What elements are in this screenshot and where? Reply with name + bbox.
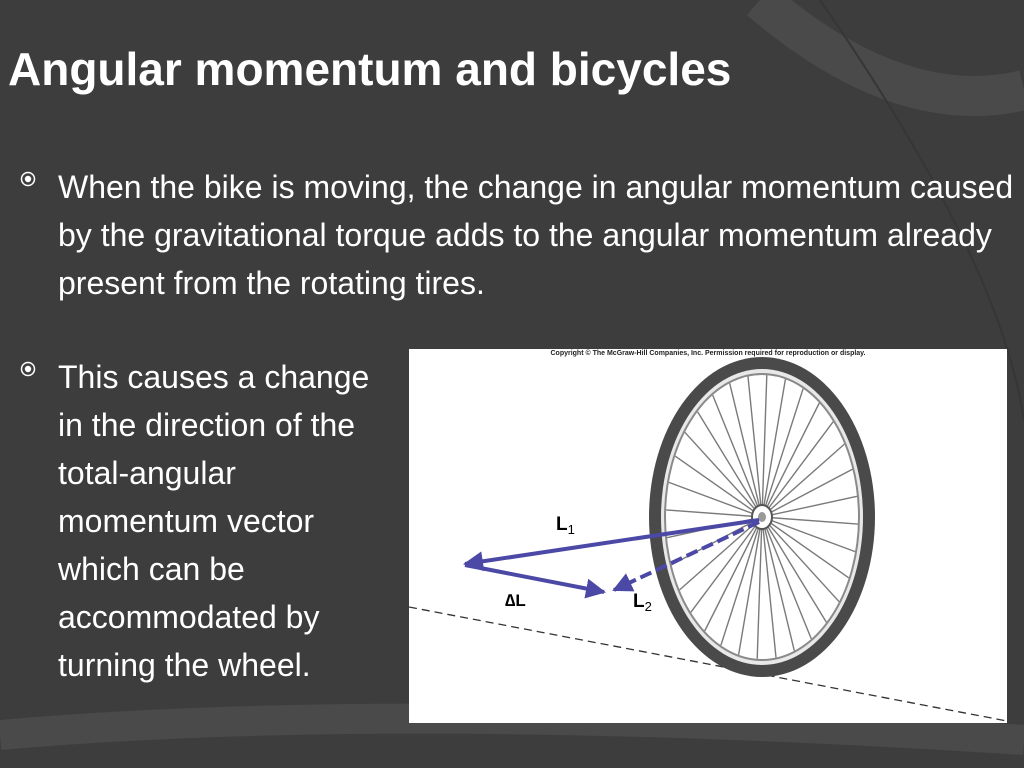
spoke — [761, 402, 820, 518]
spoke — [761, 516, 850, 579]
spoke — [704, 516, 763, 632]
spoke — [761, 443, 845, 518]
spoke — [679, 516, 763, 591]
l1-label: L1 — [556, 514, 575, 537]
spoke — [761, 375, 768, 518]
spoke — [761, 516, 827, 623]
spoke — [761, 421, 834, 518]
spoke — [684, 431, 763, 518]
spoke — [737, 516, 763, 655]
spoke — [761, 379, 787, 518]
spoke — [761, 516, 840, 603]
spoke — [668, 481, 763, 518]
spoke — [747, 376, 763, 518]
spoke — [756, 516, 763, 659]
circle-bullet-icon — [20, 171, 36, 187]
spoke — [720, 516, 763, 646]
wheel-diagram — [409, 357, 1007, 722]
wheel-icon — [649, 357, 875, 677]
spoke — [712, 394, 763, 518]
circle-bullet-icon — [20, 361, 36, 377]
spoke — [671, 516, 763, 566]
spoke — [761, 388, 804, 518]
spoke — [674, 455, 763, 518]
spoke — [666, 509, 763, 518]
spoke — [761, 516, 795, 651]
spoke — [761, 516, 856, 553]
l2-vector — [612, 520, 760, 592]
delta-l-vector — [464, 563, 606, 599]
bicycle-wheel-figure: Copyright © The McGraw-Hill Companies, I… — [409, 349, 1007, 723]
spoke — [761, 516, 777, 658]
l1-vector — [463, 518, 760, 572]
spoke — [761, 468, 853, 518]
spoke — [761, 516, 858, 525]
delta-l-label: ∆L — [505, 591, 526, 610]
spoke — [761, 516, 812, 640]
bullet-text: This causes a change in the direction of… — [58, 359, 370, 683]
spoke — [761, 495, 858, 518]
l2-label: L2 — [633, 591, 652, 614]
spoke — [697, 411, 763, 518]
slide-title: Angular momentum and bicycles — [8, 43, 732, 95]
bullet-text: When the bike is moving, the change in a… — [58, 169, 1014, 301]
spoke — [690, 516, 763, 613]
spoke — [729, 383, 763, 518]
ground-line — [409, 606, 1007, 722]
figure-copyright: Copyright © The McGraw-Hill Companies, I… — [550, 350, 866, 357]
